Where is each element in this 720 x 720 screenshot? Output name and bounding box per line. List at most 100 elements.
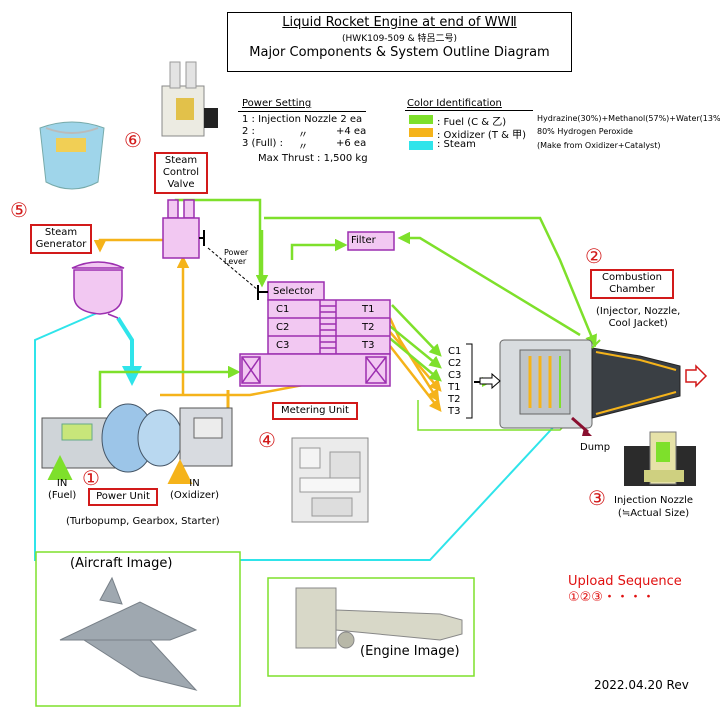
- upload-sequence-order: ①②③・・・・: [568, 590, 655, 605]
- metering-t2: T2: [362, 322, 375, 333]
- metering-c3: C3: [276, 340, 290, 351]
- metering-unit-illustration: [291, 437, 369, 523]
- component-6-label-3: Valve: [167, 179, 195, 190]
- manifold-c3: C3: [448, 370, 462, 381]
- oxidizer-inlet-label: IN (Oxidizer): [170, 478, 219, 502]
- manifold-labels: C1 C2 C3 T1 T2 T3: [448, 346, 461, 418]
- dump-arrow-head: [582, 428, 592, 436]
- component-3-label: Injection Nozzle (≒Actual Size): [614, 494, 693, 520]
- component-2-number: ②: [585, 244, 603, 268]
- component-3-label-1: Injection Nozzle: [614, 495, 694, 506]
- engine-image-caption: (Engine Image): [360, 644, 460, 659]
- component-1-box: Power Unit: [88, 488, 158, 506]
- revision-date: 2022.04.20 Rev: [594, 678, 689, 692]
- aircraft-silhouette: [59, 576, 198, 691]
- exhaust-arrow: [685, 364, 708, 388]
- component-4-label: Metering Unit: [281, 405, 349, 416]
- component-5-label-2: Generator: [35, 239, 87, 250]
- manifold-bracket: [466, 343, 473, 419]
- power-lever-label: Power Lever: [224, 248, 248, 266]
- steam-lines: [34, 309, 561, 561]
- component-5-number: ⑤: [10, 198, 28, 222]
- legend-label-oxidizer: : Oxidizer (T & 甲): [437, 130, 526, 141]
- power-setting-row-2-value: +4 ea: [336, 126, 367, 137]
- fuel-inlet-label: IN (Fuel): [48, 478, 76, 502]
- metering-c2: C2: [276, 322, 290, 333]
- filter-label: Filter: [351, 235, 376, 246]
- power-unit-illustration: [41, 403, 233, 473]
- steam-generator-illustration: [39, 121, 105, 190]
- manifold-c2: C2: [448, 358, 462, 369]
- component-2-sub-1: (Injector, Nozzle,: [596, 306, 681, 317]
- steam-control-valve-body: [162, 199, 205, 259]
- component-2-sub: (Injector, Nozzle, Cool Jacket): [596, 306, 680, 330]
- power-setting-heading: Power Setting: [242, 98, 312, 109]
- oxidizer-inlet-label-2: (Oxidizer): [170, 490, 220, 501]
- upload-sequence: Upload Sequence ①②③・・・・: [568, 574, 682, 606]
- component-5-box: Steam Generator: [30, 224, 92, 254]
- legend-note-steam: (Make from Oxidizer+Catalyst): [537, 141, 661, 150]
- component-5-label-1: Steam: [44, 227, 78, 238]
- title-box: Liquid Rocket Engine at end of WWⅡ (HWK1…: [227, 12, 572, 72]
- manifold-c1: C1: [448, 346, 462, 357]
- legend-swatch-steam: [409, 141, 433, 150]
- inlet-arrow: [479, 372, 501, 390]
- upload-sequence-title: Upload Sequence: [568, 574, 682, 589]
- steam-generator-tank: [71, 261, 125, 319]
- legend-note-fuel: Hydrazine(30%)+Methanol(57%)+Water(13%): [537, 114, 720, 123]
- legend-label-steam: : Steam: [437, 139, 476, 150]
- power-lever-label-1: Power: [224, 248, 249, 257]
- steam-control-valve-illustration: [161, 61, 218, 137]
- component-4-number: ④: [258, 428, 276, 452]
- injection-nozzle-illustration: [624, 431, 696, 486]
- component-4-box: Metering Unit: [272, 402, 358, 420]
- component-2-sub-2: Cool Jacket): [608, 318, 668, 329]
- filter-box: [347, 231, 395, 251]
- power-setting-row-3-value: +6 ea: [336, 138, 367, 149]
- power-setting-row-2-mark: 〃: [298, 130, 308, 141]
- component-1-label: Power Unit: [96, 491, 150, 502]
- manifold-t2: T2: [448, 394, 461, 405]
- legend-swatch-fuel: [409, 115, 433, 124]
- aircraft-image-caption: (Aircraft Image): [70, 556, 173, 571]
- legend-label-fuel: : Fuel (C & 乙): [437, 117, 507, 128]
- component-6-label-1: Steam: [164, 155, 198, 166]
- component-1-number: ①: [82, 466, 100, 490]
- legend-swatch-oxidizer: [409, 128, 433, 137]
- metering-t3: T3: [362, 340, 375, 351]
- selector-label: Selector: [273, 286, 315, 297]
- power-setting-row-3-mark: 〃: [298, 142, 308, 153]
- component-1-sub: (Turbopump, Gearbox, Starter): [66, 516, 220, 527]
- metering-unit: [239, 281, 391, 387]
- power-setting-row-1: 1 : Injection Nozzle 2 ea: [242, 114, 363, 125]
- fuel-inlet-label-1: IN: [56, 478, 68, 489]
- manifold-t3: T3: [448, 406, 461, 417]
- title-main: Liquid Rocket Engine at end of WWⅡ: [282, 15, 517, 30]
- fuel-lines: [98, 198, 597, 431]
- power-lever-link: [207, 247, 259, 291]
- title-models: (HWK109-509 & 特呂二号): [342, 34, 457, 44]
- legend-note-oxidizer: 80% Hydrogen Peroxide: [537, 127, 633, 136]
- power-setting-rule: [238, 111, 366, 112]
- power-lever-label-2: Lever: [224, 257, 247, 266]
- component-6-label-2: Control: [162, 167, 200, 178]
- oxidizer-inlet-label-1: IN: [189, 478, 200, 489]
- metering-t1: T1: [362, 304, 375, 315]
- power-setting-row-2: 2 :: [242, 126, 255, 137]
- manifold-t1: T1: [448, 382, 461, 393]
- engine-silhouette: [295, 587, 463, 649]
- dump-label: Dump: [580, 442, 611, 453]
- component-2-label-2: Chamber: [609, 284, 655, 295]
- fuel-inlet-label-2: (Fuel): [48, 490, 77, 501]
- power-setting-row-3: 3 (Full) :: [242, 138, 283, 149]
- color-id-heading: Color Identification: [407, 98, 502, 109]
- component-3-number: ③: [588, 486, 606, 510]
- title-subtitle: Major Components & System Outline Diagra…: [249, 45, 550, 60]
- combustion-chamber-illustration: [499, 339, 681, 429]
- component-6-box: Steam Control Valve: [154, 152, 208, 194]
- component-2-label-1: Combustion: [602, 272, 662, 283]
- component-3-label-2: (≒Actual Size): [617, 508, 690, 519]
- component-2-box: Combustion Chamber: [590, 269, 674, 299]
